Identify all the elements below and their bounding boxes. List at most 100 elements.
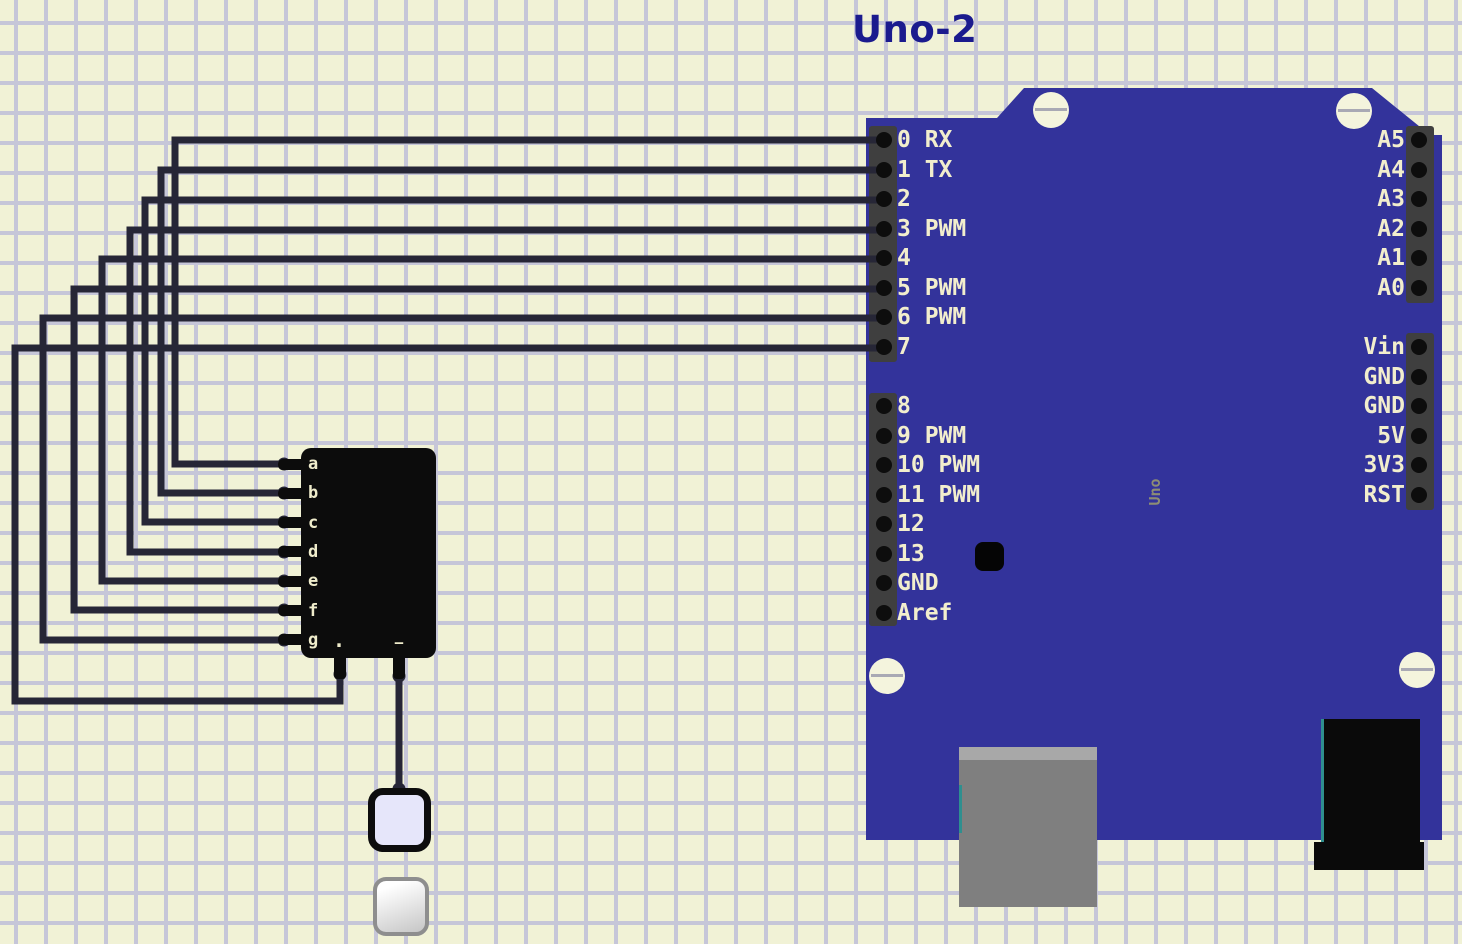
pin-label-8: 8 xyxy=(897,393,911,419)
onboard-led-square xyxy=(975,542,1004,571)
usb-teal-edge xyxy=(959,785,962,833)
lavender-square-component[interactable] xyxy=(368,788,431,852)
pin-dot-gnd[interactable] xyxy=(1411,368,1427,385)
arduino-board[interactable] xyxy=(866,88,1442,840)
pin-label-a5: A5 xyxy=(1377,127,1405,153)
pin-label-0-rx: 0 RX xyxy=(897,127,953,153)
pin-dot-2[interactable] xyxy=(876,191,892,207)
display-pin-label-b: b xyxy=(308,483,319,504)
display-pin-label-g: g xyxy=(308,629,319,650)
pin-label-5-pwm: 5 PWM xyxy=(897,274,967,301)
mounting-hole-bottom-right xyxy=(1399,652,1435,688)
wire-2-to-c[interactable] xyxy=(141,193,891,529)
pin-dot-gnd[interactable] xyxy=(876,575,892,591)
pin-dot-5-pwm[interactable] xyxy=(876,279,892,296)
pin-label-9-pwm: 9 PWM xyxy=(897,422,967,449)
usb-connector-top-edge xyxy=(959,747,1097,760)
power-jack xyxy=(1321,719,1420,844)
mounting-hole-top-right xyxy=(1336,93,1372,129)
pin-label-13: 13 xyxy=(897,540,925,567)
wire-7-to-pin[interactable] xyxy=(11,341,891,705)
pin-dot-10-pwm[interactable] xyxy=(876,457,892,473)
pin-dot-a5[interactable] xyxy=(1411,132,1427,148)
pin-dot-vin[interactable] xyxy=(1411,339,1427,355)
display-pin-stub-b[interactable] xyxy=(278,487,304,499)
pin-dot-a0[interactable] xyxy=(1411,279,1427,296)
pin-label-rst: RST xyxy=(1363,481,1405,508)
display-pin-stub-common[interactable] xyxy=(393,657,405,679)
pin-label-2: 2 xyxy=(897,186,911,212)
display-pin-stub-e[interactable] xyxy=(278,575,304,587)
power-jack-teal-edge xyxy=(1321,719,1324,844)
pin-dot-3v3[interactable] xyxy=(1411,457,1427,473)
pin-dot-3-pwm[interactable] xyxy=(876,220,892,237)
pin-label-10-pwm: 10 PWM xyxy=(897,452,981,478)
pin-label-4: 4 xyxy=(897,245,911,271)
display-pin-stub-a[interactable] xyxy=(278,458,304,470)
pin-dot-0-rx[interactable] xyxy=(876,132,892,148)
pin-dot-12[interactable] xyxy=(876,516,892,532)
pin-dot-gnd[interactable] xyxy=(1411,398,1427,414)
hole-drill-line xyxy=(871,674,903,677)
display-pin-stub-f[interactable] xyxy=(278,605,304,617)
wire-6-pwm-to-g[interactable] xyxy=(39,311,891,647)
pin-label-a2: A2 xyxy=(1377,215,1405,242)
hole-drill-line xyxy=(1401,668,1433,671)
pin-dot-1-tx[interactable] xyxy=(876,161,892,178)
wire-0-rx-to-a[interactable] xyxy=(171,133,891,471)
pin-dot-4[interactable] xyxy=(876,250,892,266)
board-silkscreen-label: Uno xyxy=(1146,478,1164,506)
pin-label-vin: Vin xyxy=(1363,334,1405,360)
display-pin-label-f: f xyxy=(308,600,319,621)
pin-dot-8[interactable] xyxy=(876,398,892,414)
pin-dot-a2[interactable] xyxy=(1411,220,1427,237)
hole-drill-line xyxy=(1338,109,1370,112)
display-pin-label-d: d xyxy=(308,541,319,562)
pin-dot-5v[interactable] xyxy=(1411,427,1427,444)
pin-label-7: 7 xyxy=(897,333,911,360)
pin-dot-rst[interactable] xyxy=(1411,486,1427,503)
pin-dot-6-pwm[interactable] xyxy=(876,309,892,325)
pin-dot-7[interactable] xyxy=(876,338,892,355)
display-pin-label-common: — xyxy=(394,635,404,651)
pin-label-3-pwm: 3 PWM xyxy=(897,215,967,242)
pin-label-1-tx: 1 TX xyxy=(897,156,953,183)
gray-square-component[interactable] xyxy=(373,877,429,936)
pin-dot-a3[interactable] xyxy=(1411,191,1427,207)
pin-dot-9-pwm[interactable] xyxy=(876,427,892,444)
hole-drill-line xyxy=(1035,108,1067,111)
power-jack-flange xyxy=(1314,842,1424,870)
pin-label-a1: A1 xyxy=(1377,245,1405,271)
mounting-hole-top-left xyxy=(1033,92,1069,128)
pin-label-gnd: GND xyxy=(1363,393,1405,419)
pin-dot-11-pwm[interactable] xyxy=(876,486,892,503)
wire-5-pwm-to-f[interactable] xyxy=(70,282,891,617)
display-pin-label-dp: . xyxy=(332,628,346,652)
pin-dot-a1[interactable] xyxy=(1411,250,1427,266)
pin-dot-a4[interactable] xyxy=(1411,161,1427,178)
wire-1-tx-to-b[interactable] xyxy=(157,163,891,500)
display-pin-label-a: a xyxy=(308,454,319,474)
pin-label-a3: A3 xyxy=(1377,186,1405,212)
display-pin-stub-dp[interactable] xyxy=(334,657,346,679)
mounting-hole-bottom-left xyxy=(869,658,905,694)
analog-header xyxy=(1406,126,1434,303)
pin-label-a4: A4 xyxy=(1377,156,1405,183)
display-pin-stub-d[interactable] xyxy=(278,546,304,558)
wire-3-pwm-to-d[interactable] xyxy=(126,223,891,559)
pin-label-a0: A0 xyxy=(1377,274,1405,301)
wire-4-to-e[interactable] xyxy=(98,252,891,588)
pin-label-3v3: 3V3 xyxy=(1363,452,1405,478)
seven-segment-display[interactable] xyxy=(301,448,436,658)
display-pin-stub-c[interactable] xyxy=(278,517,304,529)
power-header xyxy=(1406,333,1434,510)
pin-dot-aref[interactable] xyxy=(876,604,892,621)
pin-dot-13[interactable] xyxy=(876,545,892,562)
pin-label-aref: Aref xyxy=(897,599,953,626)
pin-label-6-pwm: 6 PWM xyxy=(897,304,967,330)
display-pin-stub-g[interactable] xyxy=(278,634,304,646)
pin-label-5v: 5V xyxy=(1377,422,1405,449)
wire-pin-to-lavender-square[interactable] xyxy=(392,669,406,796)
pin-label-12: 12 xyxy=(897,511,925,537)
